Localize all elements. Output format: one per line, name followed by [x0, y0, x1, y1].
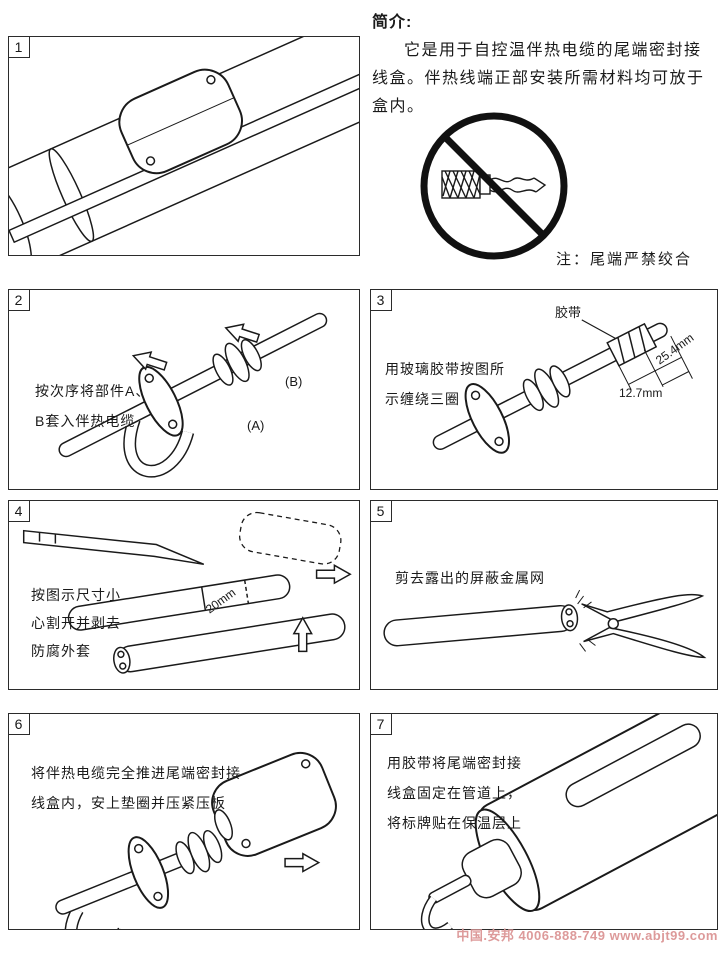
step-7-caption: 用胶带将尾端密封接 线盒固定在管道上， 将标牌贴在保温层上 — [387, 755, 522, 831]
step-4-caption: 按图示尺寸小 心割开并剥去 防腐外套 — [31, 587, 121, 659]
jacket-stripping-illustration — [22, 511, 352, 674]
cable-assembly-icon — [55, 829, 223, 929]
push-arrow-icon — [284, 852, 321, 873]
prohibition-slash — [442, 134, 546, 238]
step-2-caption: 按次序将部件A、 B套入伴热电缆 — [35, 383, 151, 429]
cable-cut-marks — [67, 574, 291, 631]
step-3-caption: 用玻璃胶带按图所 示缠绕三圈 — [385, 361, 505, 407]
dim-12-7mm-label: 12.7mm — [619, 386, 663, 400]
finished-assembly-illustration — [420, 714, 717, 929]
prohibition-circle — [420, 112, 568, 260]
panel-step-6: 6 将伴热电缆完全推进尾端密封接 线盒内，安上垫圈并压紧压板 — [7, 712, 360, 930]
flat-cable-icon — [383, 604, 579, 647]
tape-wrapping-illustration — [432, 319, 693, 454]
knife-icon — [22, 529, 205, 566]
tail-warning-note: 注：尾端严禁绞合 — [556, 251, 693, 268]
panel-step-3: 3 用玻璃胶带按图所 示缠绕三圈 胶带 25.4mm 12.7mm — [369, 288, 718, 490]
cable-end-drawing — [441, 170, 547, 199]
push-cable-into-box-illustration — [55, 751, 337, 929]
no-twist-prohibition-icon — [420, 112, 568, 260]
pipe-with-seal-box-illustration — [9, 37, 359, 255]
step-number-4: 4 — [7, 499, 30, 522]
dimension-lines — [617, 335, 693, 390]
cutting-shield-mesh-illustration — [383, 589, 707, 659]
step-number-2: 2 — [7, 288, 30, 311]
watermark: 中国.安邦 4006-888-749 www.abjt99.com — [456, 928, 718, 943]
step-5-caption: 剪去露出的屏蔽金属网 — [395, 570, 545, 586]
step-number-3: 3 — [369, 288, 392, 311]
intro-body: 它是用于自控温伴热电缆的尾端密封接 线盒。伴热线端正部安装所需材料均可放于 盒内… — [372, 42, 705, 115]
panel-step-1: 1 — [7, 35, 360, 256]
step-6-caption: 将伴热电缆完全推进尾端密封接 线盒内，安上垫圈并压紧压板 — [31, 765, 241, 811]
seal-box-icon — [211, 751, 337, 857]
pliers-icon — [581, 593, 707, 659]
mesh-fuzz-marks — [575, 589, 596, 652]
panel-step-5: 5 剪去露出的屏蔽金属网 — [369, 499, 718, 690]
intro-title: 简介: — [372, 14, 413, 31]
tape-label: 胶带 — [555, 305, 582, 320]
intro-section: 简介: 它是用于自控温伴热电缆的尾端密封接 线盒。伴热线端正部安装所需材料均可放… — [372, 8, 722, 121]
step-number-6: 6 — [7, 712, 30, 735]
step-number-7: 7 — [369, 712, 392, 735]
stripped-cable-icon — [113, 613, 346, 674]
part-b-label: (B) — [285, 374, 303, 389]
panel-step-4: 4 按图示尺寸小 心割开并剥去 防腐外套 20mm — [7, 499, 360, 690]
removed-jacket-outline — [238, 511, 342, 565]
direction-arrows-icon — [292, 564, 352, 653]
panel-step-2: 2 按次序将部件A、 B套入伴热电缆 (B) (A) — [7, 288, 360, 490]
cable-with-parts-illustration — [58, 312, 328, 478]
part-a-label: (A) — [247, 418, 265, 433]
slide-direction-arrows-icon — [131, 323, 261, 371]
step-number-1: 1 — [7, 35, 30, 58]
panel-step-7: 7 用胶带将尾端密封接 线盒固定在管道上， 将标牌贴在保温层上 — [369, 712, 718, 930]
step-number-5: 5 — [369, 499, 392, 522]
